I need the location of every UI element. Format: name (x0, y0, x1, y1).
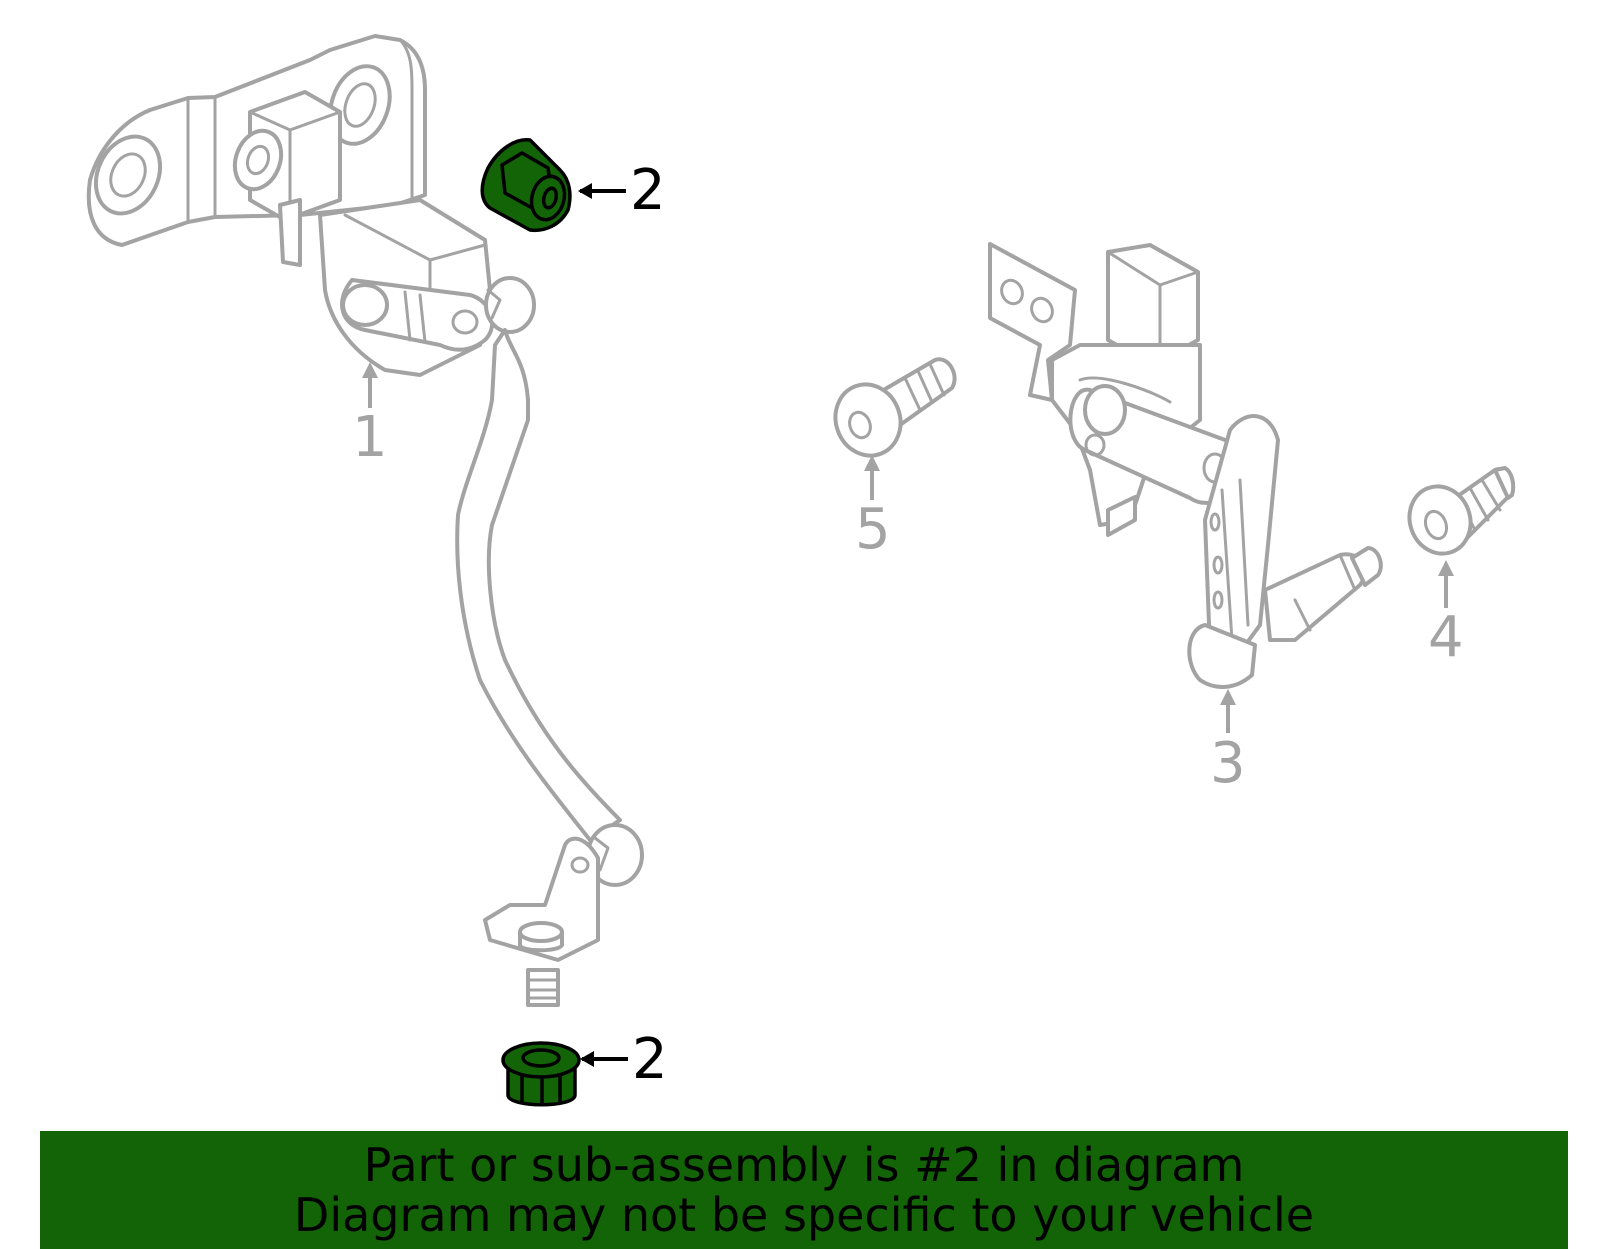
callout-2-top: 2 (578, 158, 666, 223)
part-2-nut-top-highlighted (480, 138, 572, 233)
svg-text:5: 5 (855, 497, 891, 562)
callout-4: 4 (1428, 560, 1464, 670)
part-5-bolt (833, 357, 957, 458)
callout-2-bottom: 2 (580, 1027, 668, 1092)
part-4-nut (1407, 466, 1516, 556)
part-2-nut-bottom-highlighted (501, 1041, 581, 1107)
part-3-height-sensor (988, 242, 1383, 689)
banner-line-part-number: Part or sub-assembly is #2 in diagram (363, 1138, 1245, 1192)
svg-text:2: 2 (630, 158, 666, 223)
banner-line-disclaimer: Diagram may not be specific to your vehi… (293, 1188, 1315, 1242)
svg-text:2: 2 (632, 1027, 668, 1092)
svg-text:4: 4 (1428, 605, 1464, 670)
info-banner: Part or sub-assembly is #2 in diagram Di… (40, 1131, 1568, 1249)
callout-1: 1 (352, 362, 388, 470)
svg-text:3: 3 (1210, 731, 1246, 796)
part-1-height-sensor-assembly (86, 34, 644, 1007)
callout-5: 5 (855, 455, 891, 562)
callout-3: 3 (1210, 689, 1246, 796)
svg-text:1: 1 (352, 405, 388, 470)
